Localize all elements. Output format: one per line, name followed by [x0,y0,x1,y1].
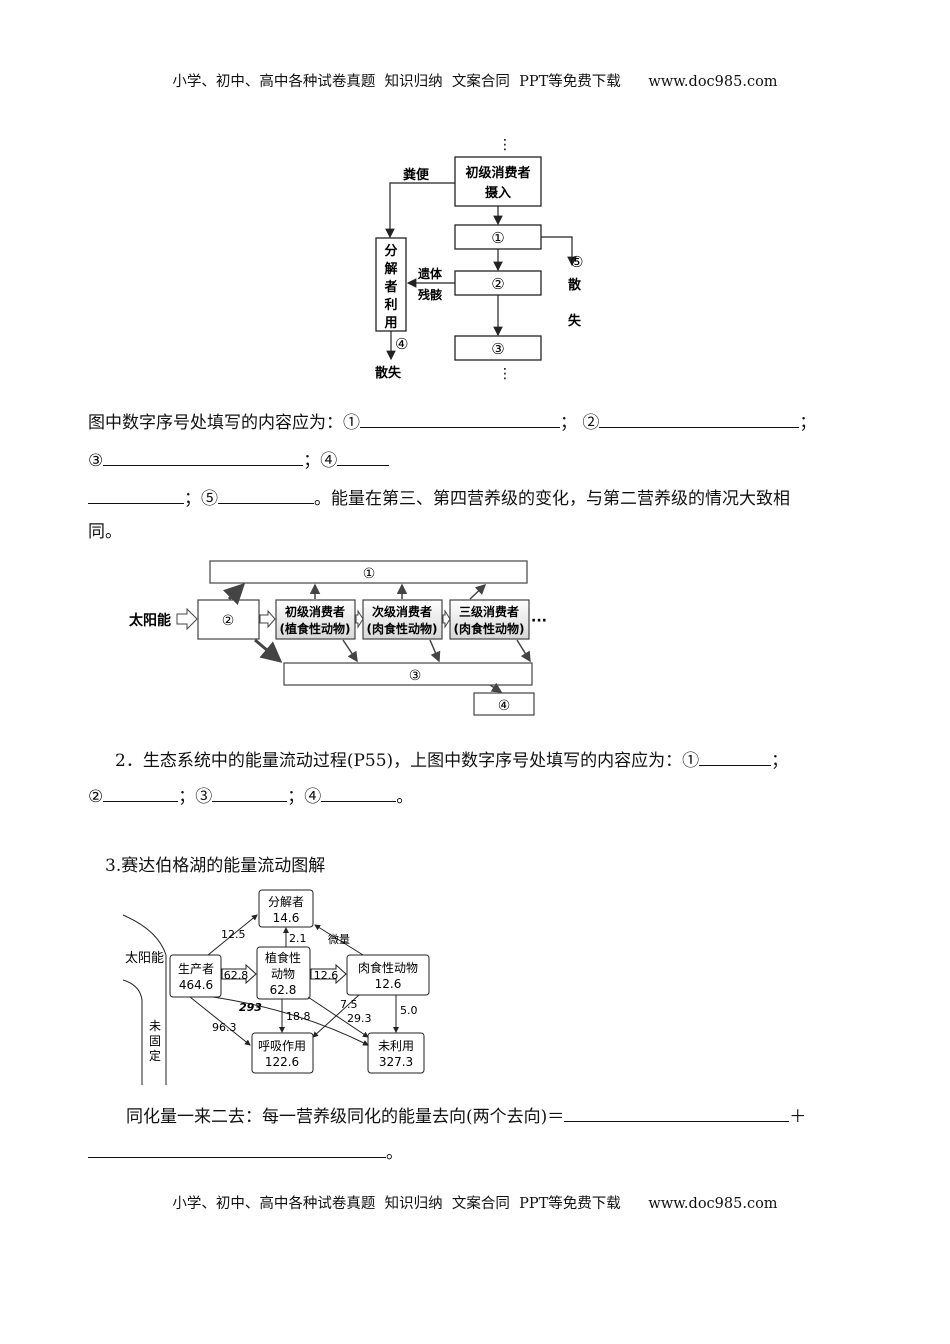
svg-text:摄入: 摄入 [485,185,511,201]
svg-text:5.0: 5.0 [400,1004,418,1017]
q1-line4: 同。 [88,522,122,542]
svg-text:次级消费者: 次级消费者 [372,604,432,619]
q3-title: 3.赛达伯格湖的能量流动图解 [105,856,326,876]
svg-text:肉食性动物: 肉食性动物 [358,960,418,975]
svg-text:96.3: 96.3 [212,1021,237,1034]
blank-5[interactable] [218,486,314,504]
svg-text:③: ③ [409,668,422,684]
svg-text:②: ② [491,275,504,293]
page-footer: 小学、初中、高中各种试卷真题 知识归纳 文案合同 PPT等免费下载 www.do… [172,1196,778,1212]
blank-4b[interactable] [88,486,184,504]
lost-label: 散失 [375,365,402,381]
blank-q2-2[interactable] [103,784,179,802]
svg-text:解: 解 [383,261,397,277]
svg-text:18.8: 18.8 [286,1010,311,1023]
svg-text:(肉食性动物): (肉食性动物) [367,621,438,636]
q2-line1: 2．生态系统中的能量流动过程(P55)，上图中数字序号处填写的内容应为：①； [115,748,788,772]
svg-text:464.6: 464.6 [179,978,213,992]
svg-text:14.6: 14.6 [273,911,300,925]
svg-text:固: 固 [149,1034,161,1048]
blank-q3-2[interactable] [88,1140,386,1158]
label-4: ④ [395,335,408,353]
primary-consumer-box [454,156,542,207]
svg-text:(植食性动物): (植食性动物) [280,621,351,636]
blank-4a[interactable] [337,448,390,466]
q3-line1: 同化量一来二去：每一营养级同化的能量去向(两个去向)＝＋ [126,1104,806,1128]
feces-label: 粪便 [403,167,430,183]
svg-text:12.6: 12.6 [314,969,339,982]
q1-line3: ；⑤。能量在第三、第四营养级的变化，与第二营养级的情况大致相 [88,486,790,510]
svg-text:···: ··· [531,613,547,629]
svg-text:12.6: 12.6 [375,977,402,991]
svg-text:生产者: 生产者 [178,962,214,976]
svg-text:失: 失 [568,313,582,329]
svg-text:植食性: 植食性 [265,950,301,965]
svg-text:①: ① [363,566,376,582]
svg-text:2.1: 2.1 [289,932,307,945]
blank-q3-1[interactable] [564,1104,790,1122]
svg-text:7.5: 7.5 [340,998,358,1011]
blank-q2-4[interactable] [321,784,397,802]
blank-q2-3[interactable] [212,784,288,802]
blank-2[interactable] [599,410,800,428]
svg-text:62.8: 62.8 [270,983,297,997]
dots-top: ⋮ [498,137,512,153]
svg-text:定: 定 [149,1048,161,1063]
consumer-energy-flow-diagram: ⋮ 初级消费者 摄入 粪便 分 解 者 利 用 ① ⑤ 散 失 ② 遗体 残骸 … [375,137,583,382]
solar-label: 太阳能 [129,612,171,629]
svg-text:62.8: 62.8 [224,969,249,982]
q1-line2: ③；④ [88,448,390,472]
blank-q2-1[interactable] [699,748,772,766]
q3-line2: 。 [88,1140,403,1164]
svg-text:微量: 微量 [328,932,350,946]
svg-text:(肉食性动物): (肉食性动物) [454,621,525,636]
page-header: 小学、初中、高中各种试卷真题 知识归纳 文案合同 PPT等免费下载 www.do… [172,74,778,90]
svg-text:④: ④ [498,698,511,714]
svg-text:③: ③ [491,340,504,358]
svg-text:残骸: 残骸 [418,287,442,302]
lake-energy-flow-diagram: 太阳能 未 固 定 分解者 14.6 生产者 464.6 植食性 动物 62.8… [122,889,430,1085]
svg-text:利: 利 [384,297,397,313]
svg-text:29.3: 29.3 [347,1012,372,1025]
svg-text:293: 293 [239,1001,262,1014]
decomposer-box [375,237,407,332]
svg-text:12.5: 12.5 [221,928,246,941]
svg-text:三级消费者: 三级消费者 [459,604,519,619]
svg-text:初级消费者: 初级消费者 [465,165,530,181]
svg-text:②: ② [222,613,235,629]
svg-text:分解者: 分解者 [268,895,304,909]
q1-line1: 图中数字序号处填写的内容应为：①； ②； [88,410,816,434]
svg-text:分: 分 [384,243,397,259]
svg-text:初级消费者: 初级消费者 [285,604,345,619]
blank-3[interactable] [103,448,304,466]
q2-line2: ②；③；④。 [88,784,413,808]
svg-text:呼吸作用: 呼吸作用 [258,1039,306,1053]
svg-text:327.3: 327.3 [379,1055,413,1069]
ecosystem-energy-flow-diagram: ① 太阳能 ② 初级消费者 (植食性动物) 次级消费者 (肉食性动物) 三级消费… [129,560,547,716]
solar-label: 太阳能 [125,951,164,966]
svg-text:①: ① [491,229,504,247]
svg-text:散: 散 [568,277,582,293]
blank-1[interactable] [360,410,560,428]
svg-text:遗体: 遗体 [417,266,443,281]
svg-text:者: 者 [383,279,397,295]
label-5: ⑤ [570,253,583,271]
svg-text:122.6: 122.6 [265,1055,299,1069]
svg-text:未利用: 未利用 [378,1039,414,1053]
box-3 [454,335,542,361]
svg-text:用: 用 [383,316,397,331]
svg-text:未: 未 [149,1019,161,1033]
svg-text:⋮: ⋮ [498,366,512,382]
svg-text:动物: 动物 [271,967,295,981]
